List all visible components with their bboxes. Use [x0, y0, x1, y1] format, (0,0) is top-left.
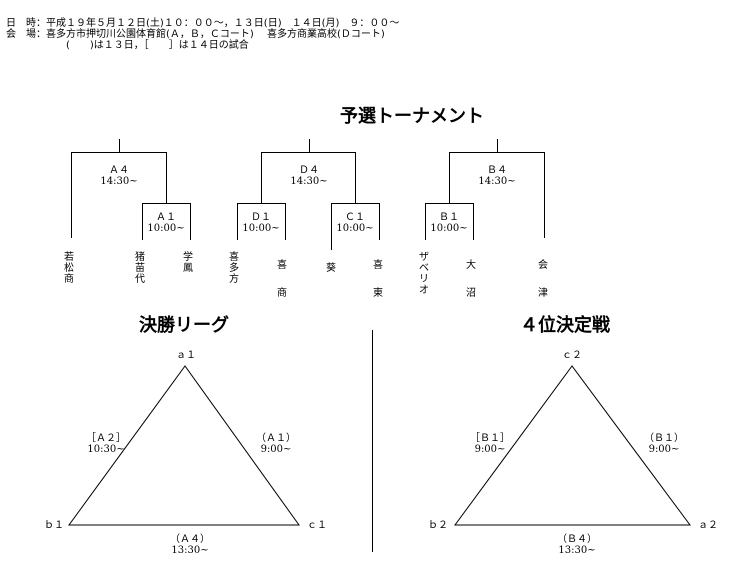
header-date-line: 日 時：平成１９年５月１２日(土)１０：００～，１３日(日) １４日(月) ９：…	[6, 18, 400, 29]
league-node-c1: ｃ１	[307, 520, 327, 531]
team-name: ザベリオ	[419, 252, 429, 296]
header-note-line: ( )は１３日，［ ］は１４日の試合	[66, 40, 249, 51]
team-name: 喜東	[373, 260, 383, 299]
league-node-a1: ａ１	[176, 350, 196, 361]
fourth-place-title: ４位決定戦	[520, 315, 610, 336]
fourth-node-c2: ｃ２	[562, 350, 582, 361]
team-name: 喜商	[277, 260, 287, 299]
team-name: 大沼	[466, 260, 476, 299]
team-name: 若松商	[64, 252, 74, 285]
fourth-node-a2: ａ２	[698, 520, 718, 531]
fourth-edge-bottom: （Ｂ４）13:30~	[557, 534, 597, 556]
header-venue-line: 会 場：喜多方市押切川公園体育館(Ａ，Ｂ，Ｃコート) 喜多方商業高校(Ｄコート)	[6, 29, 385, 40]
league-title: 決勝リーグ	[139, 315, 229, 336]
league-node-b1: ｂ１	[44, 520, 64, 531]
team-name: 葵	[326, 263, 336, 274]
fourth-edge-left: ［Ｂ１］9:00~	[470, 433, 510, 455]
league-edge-right: （Ａ１）9:00~	[256, 433, 296, 455]
league-edge-bottom: （Ａ４）13:30~	[170, 534, 210, 556]
fourth-node-b2: ｂ２	[428, 520, 448, 531]
team-name: 学鳳	[183, 252, 193, 274]
tournament-title: 予選トーナメント	[340, 106, 484, 127]
team-name: 喜多方	[229, 252, 239, 285]
fourth-edge-right: （Ｂ１）9:00~	[644, 433, 684, 455]
league-edge-left: ［Ａ２］10:30~	[86, 433, 126, 455]
team-name: 猪苗代	[135, 252, 145, 285]
team-name: 会津	[538, 260, 548, 299]
